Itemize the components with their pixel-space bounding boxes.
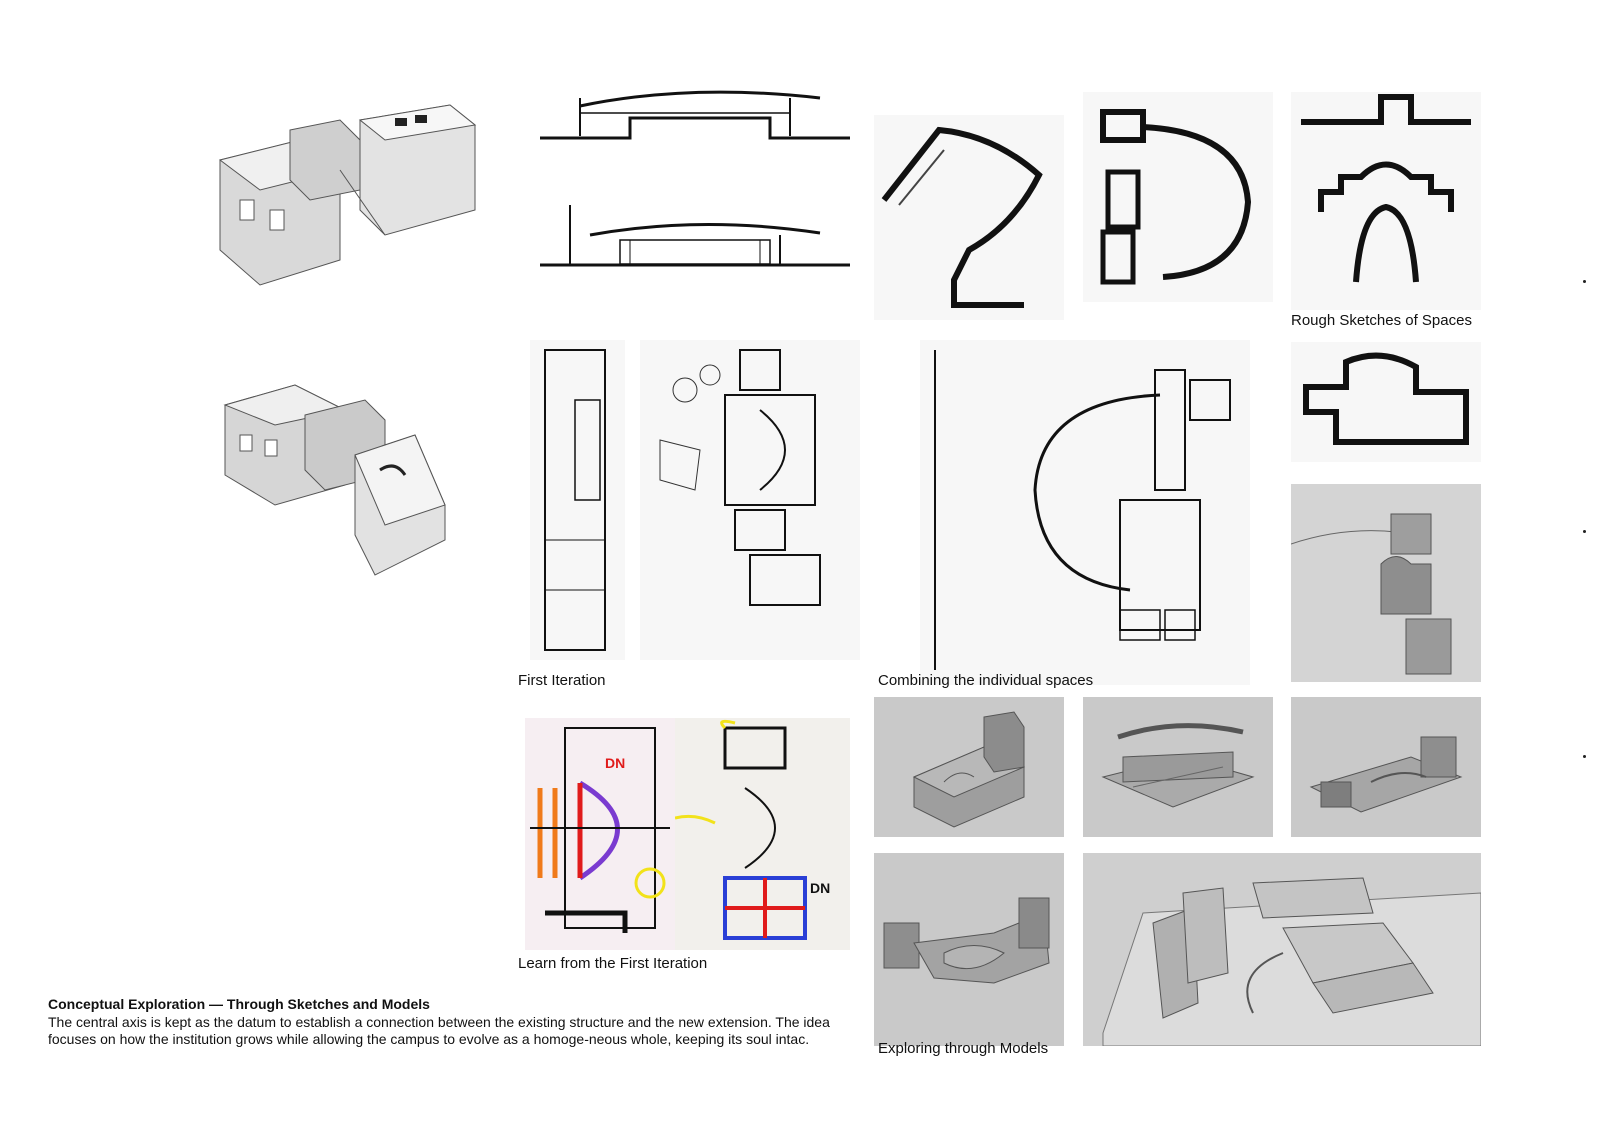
model-axonometric-bottom bbox=[215, 365, 455, 585]
section-sketch-bottom bbox=[540, 195, 850, 275]
description-body: The central axis is kept as the datum to… bbox=[48, 1014, 830, 1047]
combining-spaces-plan bbox=[920, 340, 1250, 685]
annotation-dn-left: DN bbox=[605, 755, 625, 771]
description-title: Conceptual Exploration — Through Sketche… bbox=[48, 996, 430, 1012]
rough-sketch-3 bbox=[1291, 92, 1481, 310]
caption-models: Exploring through Models bbox=[878, 1040, 1049, 1057]
edge-mark-2 bbox=[1583, 530, 1586, 533]
model-photo-4 bbox=[874, 853, 1064, 1046]
caption-learn: Learn from the First Iteration bbox=[518, 955, 708, 972]
rough-sketch-2 bbox=[1083, 92, 1273, 302]
caption-first-iteration: First Iteration bbox=[518, 672, 606, 689]
model-photo-5 bbox=[1083, 853, 1481, 1046]
caption-combining-spaces: Combining the individual spaces bbox=[878, 672, 1094, 689]
model-photo-2 bbox=[1083, 697, 1273, 837]
first-iteration-plan bbox=[640, 340, 860, 660]
model-photo-1 bbox=[874, 697, 1064, 837]
learn-plan-right: DN bbox=[675, 718, 850, 950]
rough-sketch-4 bbox=[1291, 342, 1481, 462]
section-sketch-top bbox=[540, 68, 850, 148]
edge-mark-3 bbox=[1583, 755, 1586, 758]
model-photo-3 bbox=[1291, 697, 1481, 837]
edge-mark-1 bbox=[1583, 280, 1586, 283]
first-iteration-section bbox=[530, 340, 625, 660]
rough-sketch-1 bbox=[874, 115, 1064, 320]
description-block: Conceptual Exploration — Through Sketche… bbox=[48, 996, 848, 1048]
caption-rough-sketches: Rough Sketches of Spaces bbox=[1291, 312, 1472, 329]
learn-plan-left: DN bbox=[525, 718, 675, 950]
model-axonometric-top bbox=[210, 100, 490, 300]
model-photo-site bbox=[1291, 484, 1481, 682]
annotation-dn-right: DN bbox=[810, 880, 830, 896]
